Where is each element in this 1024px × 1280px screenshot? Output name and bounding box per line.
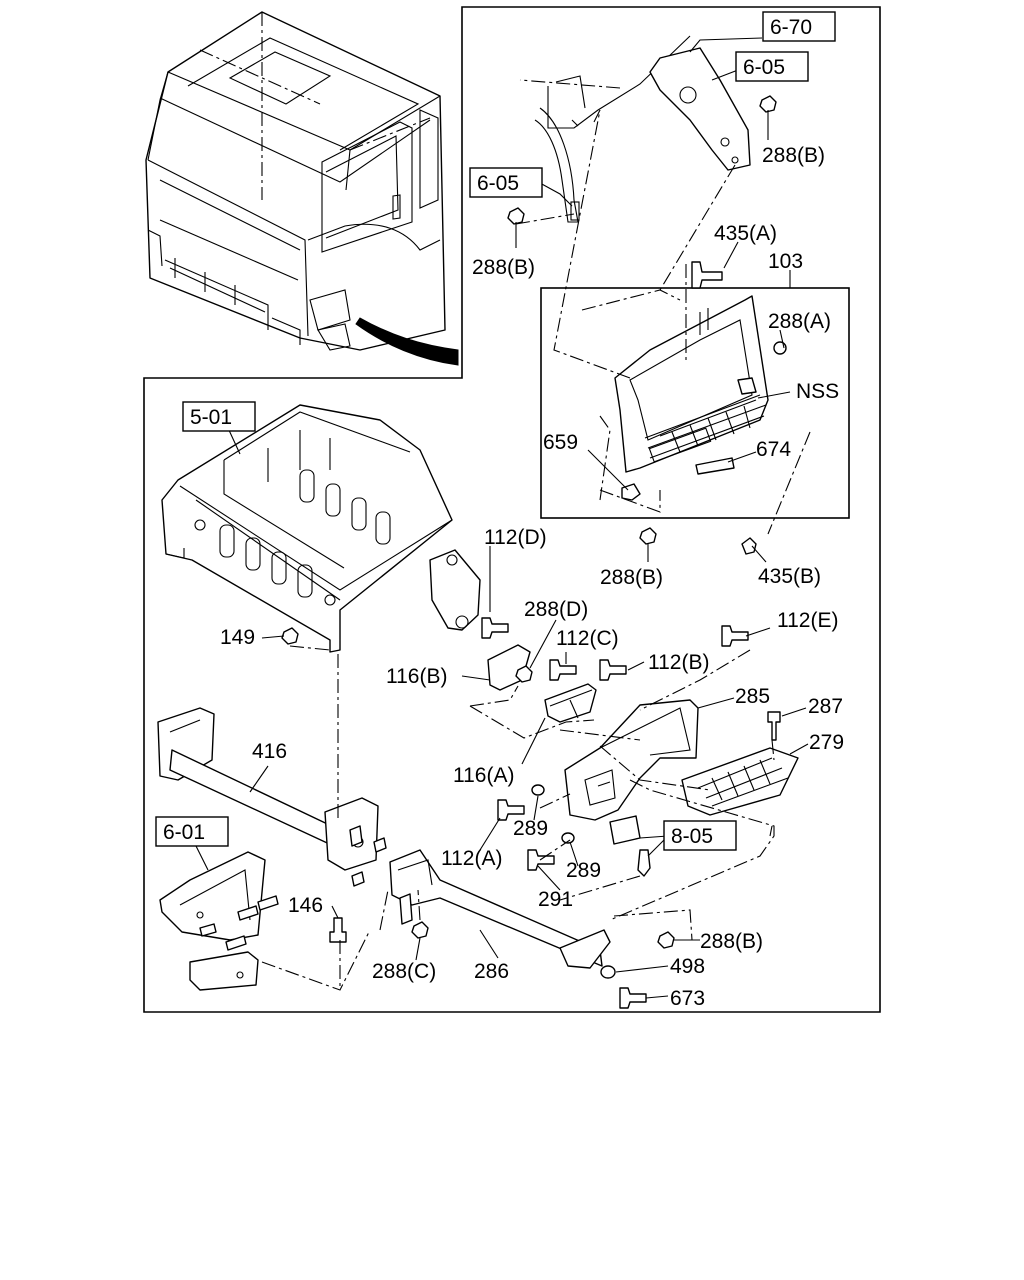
ref-6-01: 6-01 — [163, 821, 205, 844]
reference-boxes: 6-70 6-05 6-05 5-01 6-01 8-05 — [155, 11, 836, 851]
label-288C: 288(C) — [372, 960, 436, 983]
bolt-435A — [691, 261, 723, 289]
label-288B: 288(B) — [600, 566, 663, 589]
bolt-112D — [481, 617, 509, 639]
label-287: 287 — [808, 695, 843, 718]
part-labels: 288(B) 288(B) 435(A) 103 288(A) NSS 659 … — [220, 144, 844, 1010]
ref-5-01: 5-01 — [190, 406, 232, 429]
label-112B: 112(B) — [648, 651, 709, 674]
washer-289-b — [561, 832, 575, 844]
bolt-112E — [721, 625, 749, 647]
label-112A: 112(A) — [441, 847, 502, 870]
label-289: 289 — [566, 859, 601, 882]
bolt-435B — [741, 537, 757, 555]
label-288B: 288(B) — [700, 930, 763, 953]
label-279: 279 — [809, 731, 844, 754]
upper-right-frame — [143, 6, 881, 1013]
mudguard-bracket — [534, 35, 751, 223]
step-support-286 — [389, 849, 611, 969]
label-674: 674 — [756, 438, 791, 461]
nut-288C — [411, 921, 429, 939]
leader-lines — [195, 37, 809, 999]
bolt-673 — [619, 987, 647, 1009]
bolt-112B — [599, 659, 627, 681]
bolt-291 — [527, 849, 555, 871]
ref-6-05-left: 6-05 — [477, 172, 519, 195]
label-288B: 288(B) — [472, 256, 535, 279]
nut-288B-mid — [639, 527, 657, 545]
cab-illustration — [145, 11, 459, 366]
label-103: 103 — [768, 250, 803, 273]
label-285: 285 — [735, 685, 770, 708]
ref-6-70: 6-70 — [770, 16, 812, 39]
nut-288D — [515, 665, 533, 683]
label-112D: 112(D) — [484, 526, 547, 549]
bolt-112A — [497, 799, 525, 821]
label-149: 149 — [220, 626, 255, 649]
cross-member-416 — [157, 707, 379, 871]
label-673: 673 — [670, 987, 705, 1010]
nut-288B-bottom — [657, 931, 675, 949]
label-112C: 112(C) — [556, 627, 619, 650]
label-146: 146 — [288, 894, 323, 917]
washer-289-a — [531, 784, 545, 796]
label-659: 659 — [543, 431, 578, 454]
step-tread-279 — [681, 747, 799, 816]
front-bracket-6-01 — [159, 851, 266, 991]
nut-149 — [281, 627, 299, 645]
chassis-frame — [161, 404, 481, 653]
ring-498 — [600, 965, 616, 979]
label-416: 416 — [252, 740, 287, 763]
bolt-146 — [329, 917, 347, 943]
label-291: 291 — [538, 888, 573, 911]
label-286: 286 — [474, 960, 509, 983]
label-288D: 288(D) — [524, 598, 588, 621]
step-bracket-285 — [564, 699, 699, 821]
bolt-8-05 — [637, 849, 651, 877]
nut-288B-left — [507, 207, 525, 225]
ref-6-05-right: 6-05 — [743, 56, 785, 79]
label-116A: 116(A) — [453, 764, 514, 787]
label-112E: 112(E) — [777, 609, 838, 632]
label-435A: 435(A) — [714, 222, 777, 245]
assembly-lines — [261, 79, 811, 991]
bolt-287 — [767, 711, 781, 741]
step-assembly-103 — [614, 295, 787, 501]
ref-8-05: 8-05 — [671, 825, 713, 848]
bolt-112C — [549, 659, 577, 681]
nut-288B-top-right — [759, 95, 777, 113]
label-NSS: NSS — [796, 380, 839, 403]
label-289: 289 — [513, 817, 548, 840]
label-435B: 435(B) — [758, 565, 821, 588]
fasteners — [199, 95, 781, 1009]
label-116B: 116(B) — [386, 665, 447, 688]
label-288B: 288(B) — [762, 144, 825, 167]
label-288A: 288(A) — [768, 310, 831, 333]
bracket-116 — [487, 644, 641, 845]
label-498: 498 — [670, 955, 705, 978]
